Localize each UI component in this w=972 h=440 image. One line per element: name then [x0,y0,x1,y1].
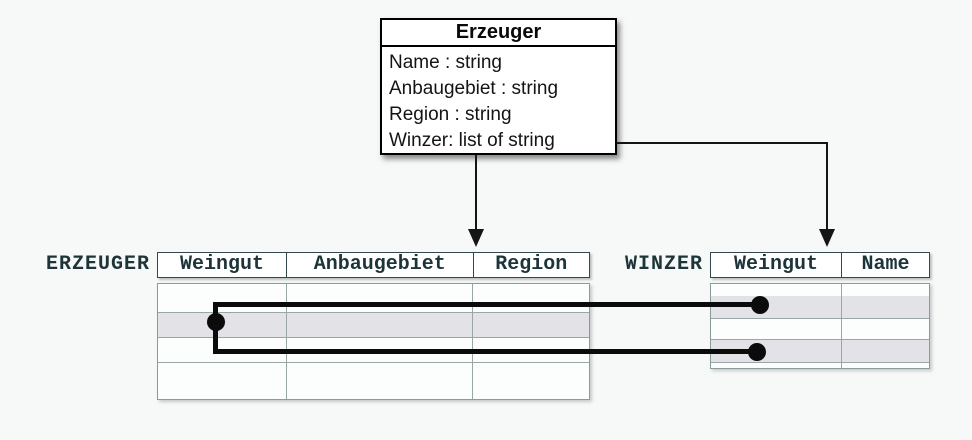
class-attribute-list: Name : string Anbaugebiet : string Regio… [382,47,615,157]
table-cell [711,296,842,318]
table-cell [287,363,473,399]
erzeuger-column-header-anbaugebiet: Anbaugebiet [286,253,473,277]
arrow-line-to-erzeuger-table [475,155,477,231]
table-row [711,319,929,340]
class-title: Erzeuger [382,20,615,47]
table-cell [711,363,842,368]
table-cell [842,284,929,296]
row-link-dot-winzer-row2 [751,296,769,314]
class-attribute-region: Region : string [389,104,512,125]
table-cell [842,319,929,339]
erzeuger-column-header-weingut: Weingut [179,253,264,276]
class-attribute-name: Name : string [389,52,502,73]
winzer-table-header: Weingut Name [710,252,930,278]
row-link-line-top [213,302,762,307]
erzeuger-table-header: Weingut Anbaugebiet Region [157,252,590,278]
arrowhead-down-icon [468,229,484,247]
table-cell [158,313,287,337]
table-cell [711,319,842,339]
table-row-highlighted [158,313,589,338]
erzeuger-table-label: ERZEUGER [45,253,150,276]
table-cell [473,363,589,399]
erzeuger-table-body [157,283,590,400]
arrow-line-to-winzer-table [826,142,828,230]
winzer-table-label: WINZER [624,253,703,276]
table-cell [711,340,842,362]
table-cell [842,296,929,318]
table-row [158,284,589,313]
table-cell [473,313,589,337]
winzer-column-header-weingut: Weingut [733,253,818,276]
row-link-dot-erzeuger [207,313,225,331]
table-cell [158,284,287,312]
class-attribute-anbaugebiet: Anbaugebiet : string [389,78,559,99]
table-row [711,363,929,368]
table-cell [287,284,473,312]
table-cell [287,313,473,337]
table-cell [711,284,842,296]
row-link-dot-winzer-row4 [748,343,766,361]
uml-class-box-erzeuger: Erzeuger Name : string Anbaugebiet : str… [380,18,617,155]
table-cell [842,363,929,368]
table-row [711,284,929,296]
row-link-line-bottom [213,349,762,354]
winzer-column-header-name: Name [841,253,929,277]
arrow-line-from-winzer-attribute [600,142,827,144]
table-cell [473,284,589,312]
arrowhead-down-icon [819,229,835,247]
winzer-table-body [710,283,930,369]
table-row-highlighted [711,296,929,319]
table-cell [158,363,287,399]
table-row [158,363,589,399]
table-row-highlighted [711,340,929,363]
table-cell [842,340,929,362]
erzeuger-column-header-region: Region [472,253,590,277]
class-attribute-winzer: Winzer: list of string [389,130,555,151]
